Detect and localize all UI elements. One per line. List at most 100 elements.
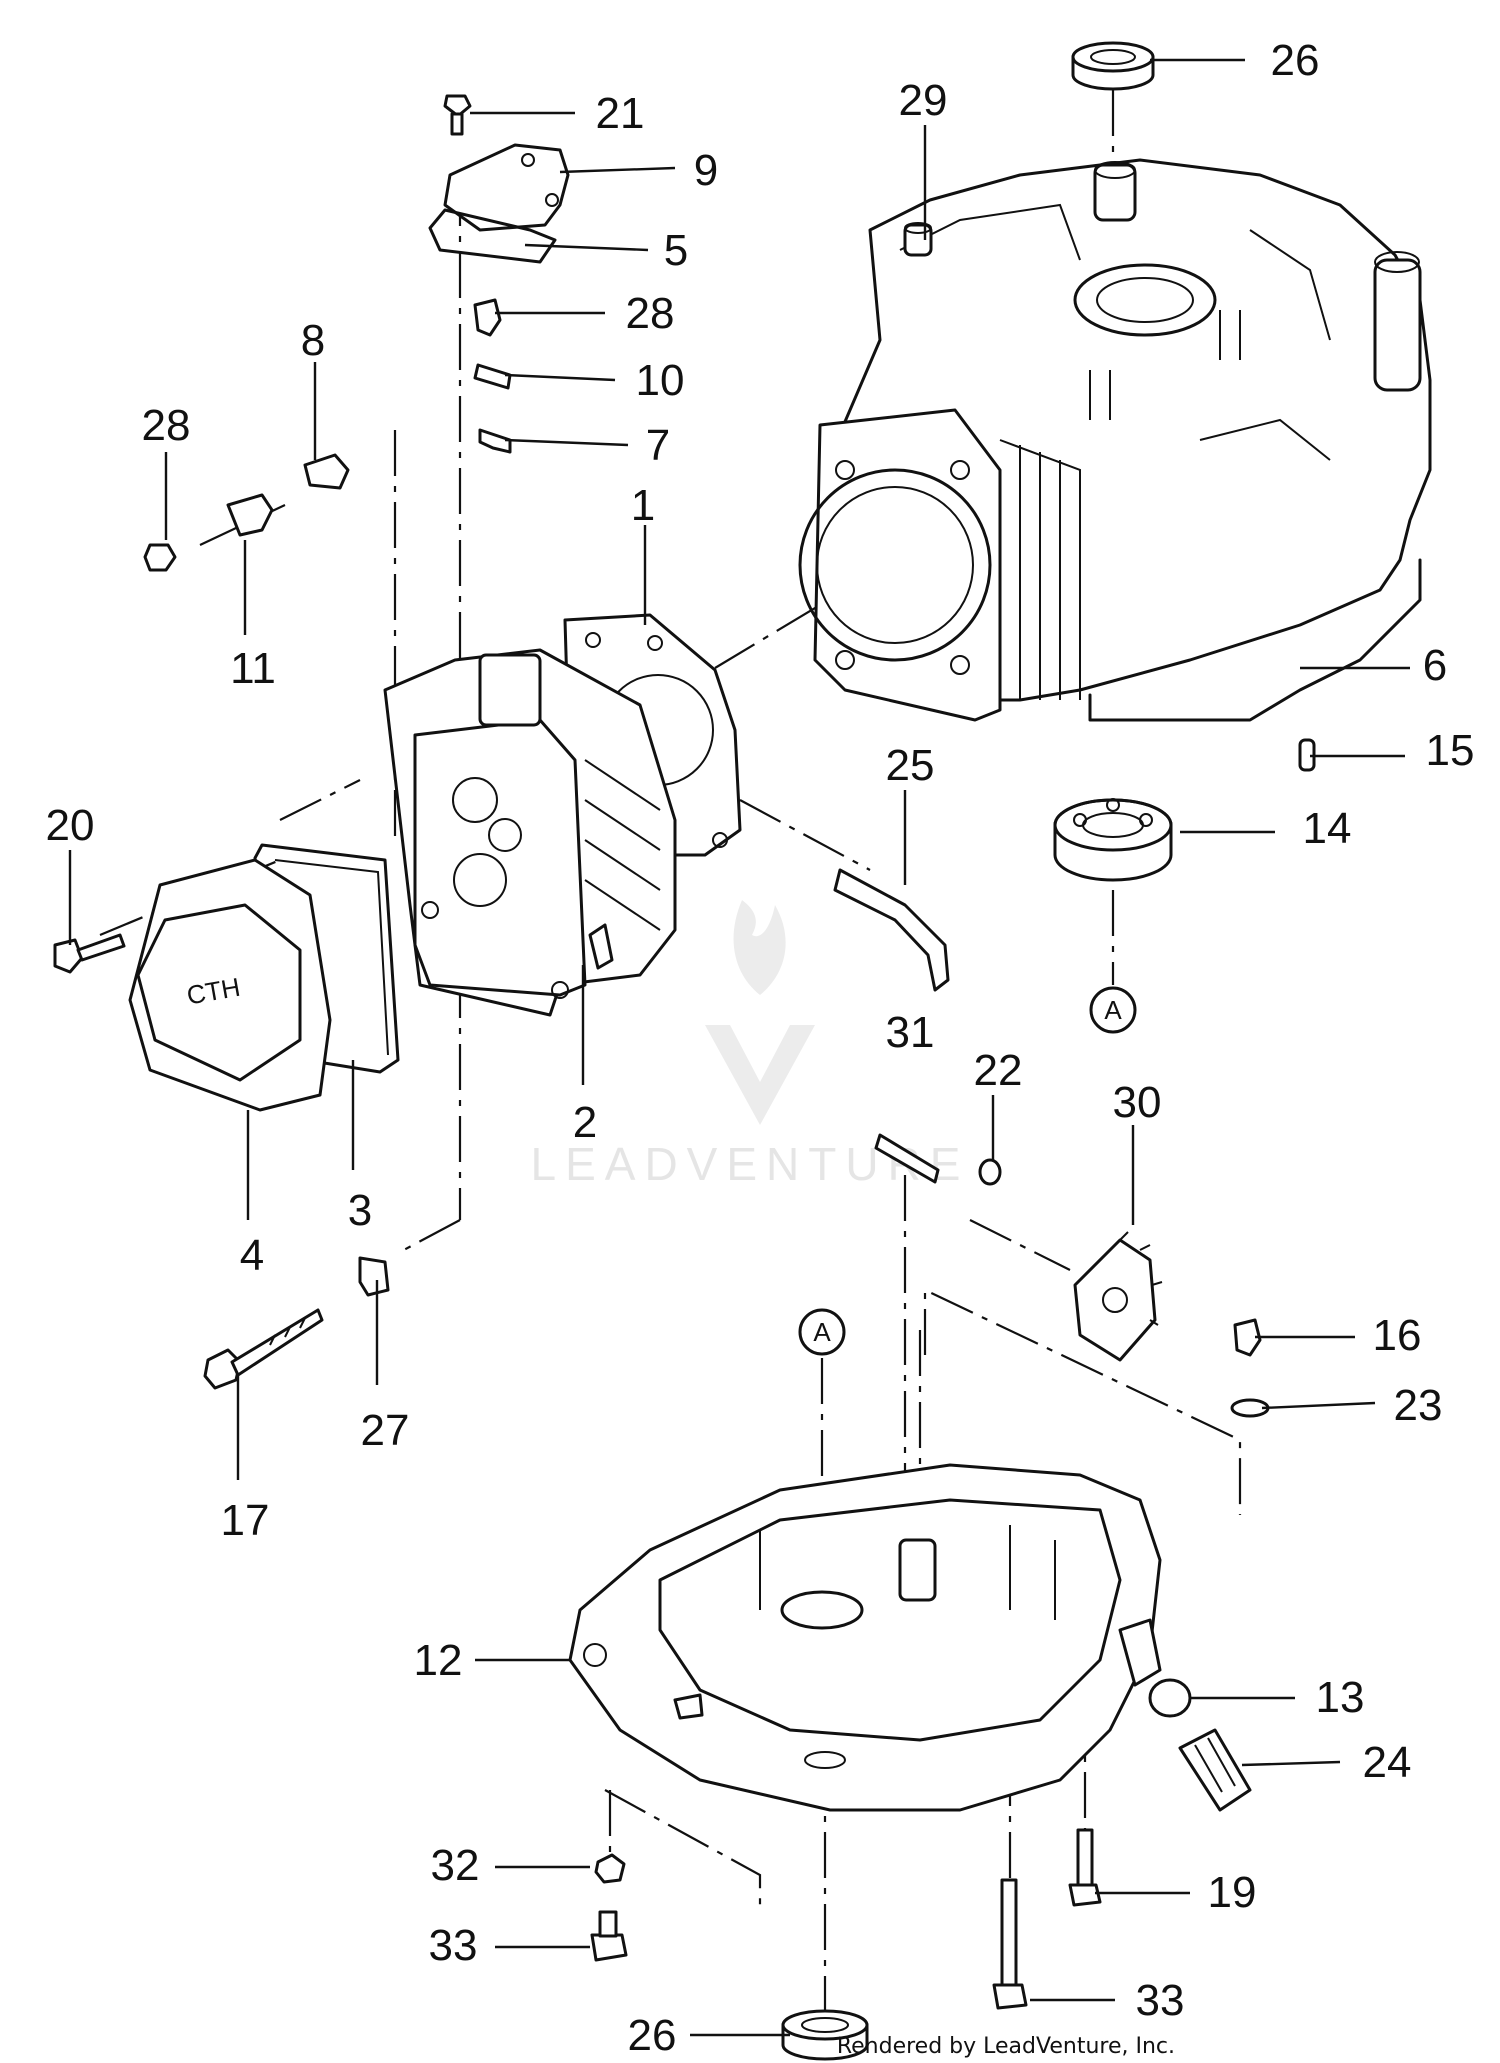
callout-number: 5	[664, 226, 688, 275]
callout-2-21: 2	[573, 965, 597, 1147]
rocker-cover-gasket	[253, 843, 400, 1074]
callout-number: 2	[573, 1098, 597, 1147]
callout-number: 19	[1208, 1868, 1257, 1917]
render-credit: Rendered by LeadVenture, Inc.	[837, 2034, 1175, 2059]
callout-27-27: 27	[361, 1280, 410, 1455]
callout-17-28: 17	[221, 1375, 270, 1545]
callout-4-23: 4	[240, 1110, 264, 1280]
callout-21-2: 21	[470, 89, 644, 138]
reference-a-lower	[798, 1308, 846, 1356]
shaft-31	[874, 1133, 940, 1184]
callout-number: 33	[429, 1921, 478, 1970]
callout-11-10: 11	[230, 540, 276, 693]
callout-number: 28	[626, 289, 675, 338]
callout-number: 13	[1316, 1673, 1365, 1722]
nut-32	[594, 1853, 626, 1884]
part-breather-bolt	[903, 222, 933, 257]
callout-leader	[559, 166, 676, 174]
callout-number: 26	[1271, 36, 1320, 85]
callout-number: 3	[348, 1186, 372, 1235]
callout-25-14: 25	[886, 741, 935, 885]
callout-31-18: 31	[886, 1008, 935, 1057]
callout-number: 1	[631, 481, 655, 530]
callout-number: 31	[886, 1008, 935, 1057]
callout-leader	[504, 438, 629, 447]
callout-number: 17	[221, 1496, 270, 1545]
callout-1-11: 1	[631, 481, 655, 625]
callout-8-8: 8	[301, 316, 325, 460]
crankcase-cover	[568, 1463, 1162, 1812]
spring-10	[473, 363, 512, 390]
callout-3-22: 3	[348, 1060, 372, 1235]
callout-12-29: 12	[414, 1636, 570, 1685]
plug-16	[1233, 1318, 1262, 1357]
bolt-19	[1068, 1828, 1102, 1907]
pipe-8	[303, 453, 350, 490]
callout-number: 21	[596, 89, 645, 138]
callout-24-31: 24	[1241, 1738, 1412, 1787]
callout-28-5: 28	[495, 289, 674, 338]
callout-16-24: 16	[1255, 1311, 1421, 1360]
callout-leader	[524, 243, 649, 252]
callout-number: 29	[899, 76, 948, 125]
callout-A-25: A	[813, 1317, 831, 1347]
cylinder-head	[383, 648, 677, 1017]
tube-25	[833, 868, 950, 992]
callout-number: 28	[142, 401, 191, 450]
callout-leader	[1241, 1760, 1341, 1767]
callout-number: 20	[46, 801, 95, 850]
callout-number: 22	[974, 1046, 1023, 1095]
callout-number: 11	[230, 644, 276, 693]
cap-27	[358, 1256, 390, 1297]
callout-5-4: 5	[524, 226, 688, 275]
plate-9	[443, 143, 570, 232]
callout-26-0: 26	[1150, 36, 1319, 85]
bolt-20	[53, 933, 126, 974]
callout-number: 14	[1303, 804, 1352, 853]
callout-33-35: 33	[1030, 1976, 1184, 2025]
callout-leader	[504, 373, 616, 382]
bolt-17	[203, 1308, 324, 1390]
callout-number: 12	[414, 1636, 463, 1685]
callout-32-32: 32	[431, 1841, 590, 1890]
bolt-21	[443, 94, 472, 136]
plug-28-left	[143, 543, 177, 572]
callout-28-9: 28	[142, 401, 191, 540]
callout-14-16: 14	[1180, 804, 1351, 853]
callout-number: 8	[301, 316, 325, 365]
bolt-33-left	[590, 1910, 628, 1962]
callout-number: 16	[1373, 1311, 1422, 1360]
callout-number: 32	[431, 1841, 480, 1890]
callout-number: 9	[694, 146, 718, 195]
callout-19-33: 19	[1095, 1868, 1256, 1917]
callout-number: 15	[1426, 726, 1475, 775]
callout-number: 27	[361, 1406, 410, 1455]
callout-9-3: 9	[559, 146, 718, 195]
callout-6-12: 6	[1300, 641, 1447, 690]
callout-number: 23	[1394, 1381, 1443, 1430]
callout-7-7: 7	[504, 421, 670, 470]
gasket-5	[428, 208, 557, 264]
callout-20-15: 20	[46, 801, 95, 945]
washer-22	[978, 1158, 1002, 1186]
callout-leader	[1261, 1401, 1376, 1410]
callout-A-17: A	[1104, 995, 1122, 1025]
callout-29-1: 29	[899, 76, 948, 240]
callout-26-36: 26	[628, 2011, 790, 2060]
callout-number: 24	[1363, 1738, 1412, 1787]
callout-33-34: 33	[429, 1921, 590, 1970]
clip-7	[478, 428, 512, 454]
bolt-33-right	[992, 1878, 1028, 2010]
callout-number: 25	[886, 741, 935, 790]
callout-number: 30	[1113, 1078, 1162, 1127]
callout-22-19: 22	[974, 1046, 1023, 1160]
callout-30-20: 30	[1113, 1078, 1162, 1225]
callout-23-26: 23	[1261, 1381, 1443, 1430]
oil-seal-bottom	[781, 2009, 869, 2061]
callout-10-6: 10	[504, 356, 685, 405]
reference-label: A	[813, 1317, 831, 1347]
ball-bearing	[1053, 798, 1173, 882]
callout-number: 10	[636, 356, 685, 405]
